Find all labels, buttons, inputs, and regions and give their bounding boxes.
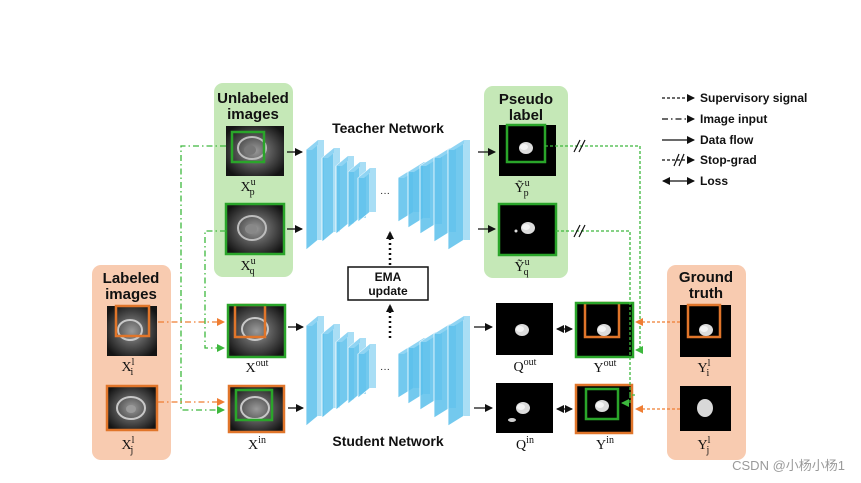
legend-loss: Loss xyxy=(662,174,728,188)
image-input-green-xpu xyxy=(180,145,226,414)
svg-text:Xout: Xout xyxy=(246,358,269,376)
watermark: CSDN @小杨小杨1 xyxy=(732,458,845,473)
label-xin: Xin xyxy=(248,435,266,453)
legend-stop-grad: Stop-grad xyxy=(662,153,757,167)
supervisory-green-yqu-tail xyxy=(621,395,631,407)
label-qout: Qout xyxy=(514,357,537,375)
mask-yil xyxy=(680,303,731,357)
mask-yqu xyxy=(497,202,558,257)
ground-title-line2: truth xyxy=(689,285,723,302)
legend: Supervisory signal Image input Data flow… xyxy=(662,91,807,188)
svg-text:Yin: Yin xyxy=(596,435,614,453)
svg-text:Xin: Xin xyxy=(248,435,266,453)
image-input-green-xqu xyxy=(204,230,226,352)
svg-text:Supervisory signal: Supervisory signal xyxy=(700,91,807,105)
ema-update-box xyxy=(347,266,429,301)
svg-text:Xlj: Xlj xyxy=(122,435,135,456)
student-net-encoder-layer-5 xyxy=(357,343,376,399)
svg-text:Xuq: Xuq xyxy=(240,256,255,277)
stop-grad-mark-2 xyxy=(573,224,586,238)
pseudo-title-line2: label xyxy=(509,107,543,124)
teacher-net-encoder-layer-5 xyxy=(357,167,376,223)
legend-image-input: Image input xyxy=(662,112,767,126)
student-net-encoder-layer-1 xyxy=(305,315,324,427)
ground-title-line1: Ground xyxy=(679,269,733,286)
pseudo-title-line1: Pseudo xyxy=(499,91,553,108)
stop-grad-mark-1 xyxy=(573,139,586,153)
image-xpu xyxy=(226,126,284,176)
legend-supervisory: Supervisory signal xyxy=(662,91,807,105)
teacher-net-encoder-layer-1 xyxy=(305,139,324,251)
svg-text:Loss: Loss xyxy=(700,174,728,188)
image-xout xyxy=(226,303,287,359)
svg-text:Yli: Yli xyxy=(698,358,711,379)
svg-text:Stop-grad: Stop-grad xyxy=(700,153,757,167)
labeled-title-line1: Labeled xyxy=(103,270,160,287)
svg-text:Yout: Yout xyxy=(594,358,617,376)
svg-text:Ỹuq: Ỹuq xyxy=(514,257,529,278)
unlabeled-title-line1: Unlabeled xyxy=(217,90,289,107)
svg-text:Ylj: Ylj xyxy=(698,435,711,456)
student-net-decoder-layer-5 xyxy=(447,315,470,427)
svg-text:Ỹup: Ỹup xyxy=(514,178,529,199)
unlabeled-title-line2: images xyxy=(227,106,279,123)
svg-text:Data flow: Data flow xyxy=(700,133,754,147)
svg-text:Xli: Xli xyxy=(122,357,135,378)
student-network xyxy=(305,315,470,427)
mask-yjl xyxy=(680,386,731,431)
mask-qin xyxy=(496,383,553,433)
supervisory-green-ypu xyxy=(545,145,643,354)
svg-text:Xup: Xup xyxy=(240,177,255,198)
teacher-network-title: Teacher Network xyxy=(332,120,444,136)
image-xin xyxy=(227,384,286,434)
supervisory-green-yqu xyxy=(556,230,636,396)
ema-label-line1: EMA xyxy=(375,270,402,284)
svg-text:Image input: Image input xyxy=(700,112,767,126)
teacher-network xyxy=(305,139,470,251)
teacher-net-decoder-layer-5 xyxy=(447,139,470,251)
svg-text:Qout: Qout xyxy=(514,357,537,375)
legend-data-flow: Data flow xyxy=(662,133,754,147)
label-yin: Yin xyxy=(596,435,614,453)
image-xqu xyxy=(224,202,286,256)
teacher-network-dots: ··· xyxy=(380,188,390,199)
mask-ypu xyxy=(499,123,556,176)
student-network-dots: ··· xyxy=(380,364,390,375)
label-qin: Qin xyxy=(516,435,534,453)
svg-text:Qin: Qin xyxy=(516,435,534,453)
mask-yout xyxy=(574,301,635,359)
mask-qout xyxy=(496,303,553,355)
label-xout: Xout xyxy=(246,358,269,376)
labeled-title-line2: images xyxy=(105,286,157,303)
image-xil xyxy=(107,304,157,356)
student-network-title: Student Network xyxy=(332,433,443,449)
ema-label-line2: update xyxy=(368,284,408,298)
label-yout: Yout xyxy=(594,358,617,376)
mask-yin xyxy=(574,383,634,435)
image-xjl xyxy=(105,384,159,432)
